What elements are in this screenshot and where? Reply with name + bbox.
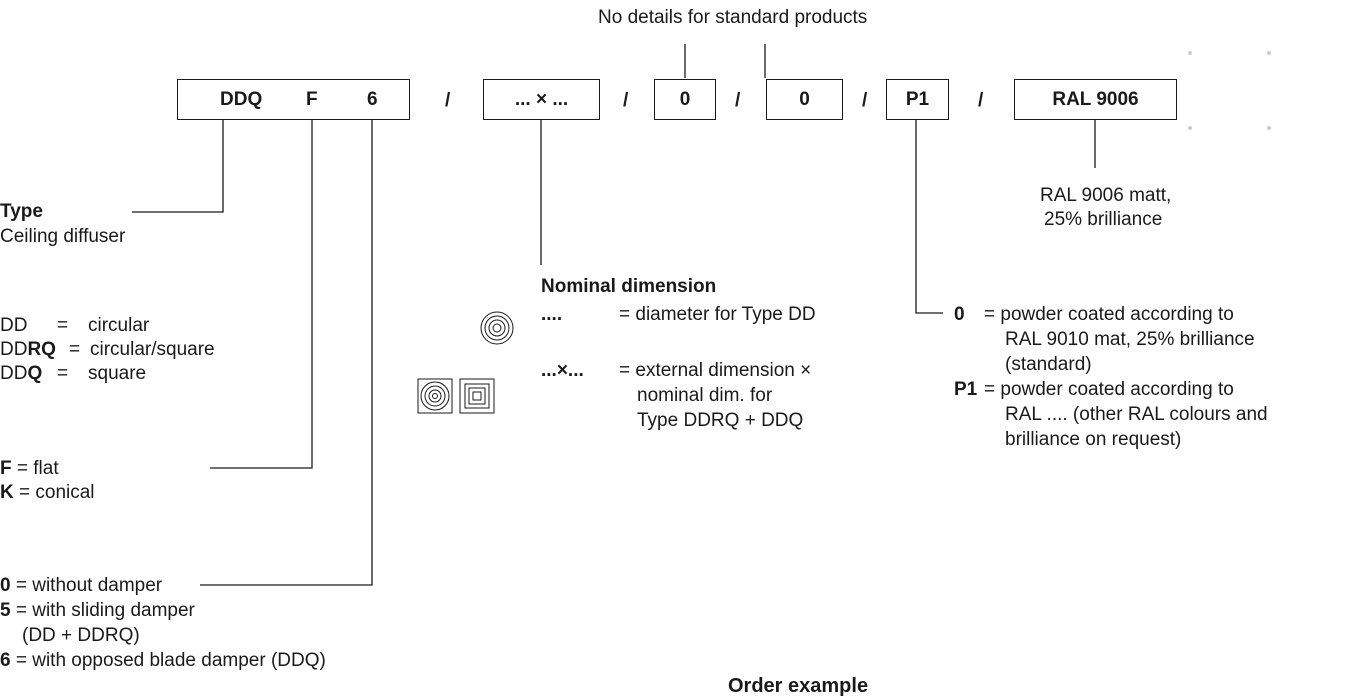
nominal-code-diameter: .... (541, 304, 563, 325)
separator: / (623, 90, 629, 111)
code-type: DDQ (220, 88, 263, 110)
nominal-desc-external-3: Type DDRQ + DDQ (637, 410, 804, 431)
code-box-finish: P1 (886, 79, 949, 120)
damper-item-note: (DD + DDRQ) (22, 625, 140, 646)
separator: / (445, 90, 451, 111)
code-box-field-3: 0 (654, 79, 716, 120)
nominal-desc-external: = external dimension × (619, 360, 812, 381)
variant-item: DDQ (0, 363, 43, 384)
circular-square-diffuser-icon (417, 378, 453, 414)
finish-code-p1: P1 (954, 379, 978, 400)
variant-item: DDRQ (0, 339, 56, 360)
circular-diffuser-icon (480, 311, 514, 345)
finish-desc-standard: = powder coated according to (984, 304, 1234, 325)
variant-item: DD (0, 315, 28, 336)
shape-item: K = conical (0, 482, 95, 503)
separator: / (978, 90, 984, 111)
finish-desc-p1: = powder coated according to (984, 379, 1234, 400)
nominal-heading: Nominal dimension (541, 276, 717, 297)
shape-item: F = flat (0, 458, 59, 479)
nominal-desc-diameter: = diameter for Type DD (619, 304, 816, 325)
nominal-desc-external-2: nominal dim. for (637, 385, 773, 406)
ral-note-line2: 25% brilliance (1044, 209, 1163, 230)
finish-desc-standard-2: RAL 9010 mat, 25% brilliance (1005, 329, 1255, 350)
damper-item: 0 = without damper (0, 575, 163, 596)
ral-note-line1: RAL 9006 matt, (1040, 185, 1172, 206)
code-box-type: DDQ F 6 (177, 79, 410, 120)
finish-desc-standard-3: (standard) (1005, 354, 1092, 375)
code-damper: 6 (367, 88, 378, 110)
type-description: Ceiling diffuser (0, 226, 126, 247)
separator: / (735, 90, 741, 111)
standard-products-note: No details for standard products (598, 7, 868, 28)
nominal-code-external: ...×... (541, 360, 584, 381)
type-heading: Type (0, 201, 43, 222)
damper-item: 5 = with sliding damper (0, 600, 195, 621)
square-diffuser-icon (459, 378, 495, 414)
order-example-heading: Order example (728, 675, 869, 697)
damper-item: 6 = with opposed blade damper (DDQ) (0, 650, 326, 671)
finish-desc-p1-2: RAL .... (other RAL colours and (1005, 404, 1268, 425)
code-box-colour: RAL 9006 (1014, 79, 1177, 120)
code-shape: F (306, 88, 318, 110)
code-box-field-4: 0 (766, 79, 843, 120)
finish-code-standard: 0 (954, 304, 965, 325)
finish-desc-p1-3: brilliance on request) (1005, 429, 1182, 450)
code-box-dimension: ... × ... (483, 79, 600, 120)
separator: / (862, 90, 868, 111)
